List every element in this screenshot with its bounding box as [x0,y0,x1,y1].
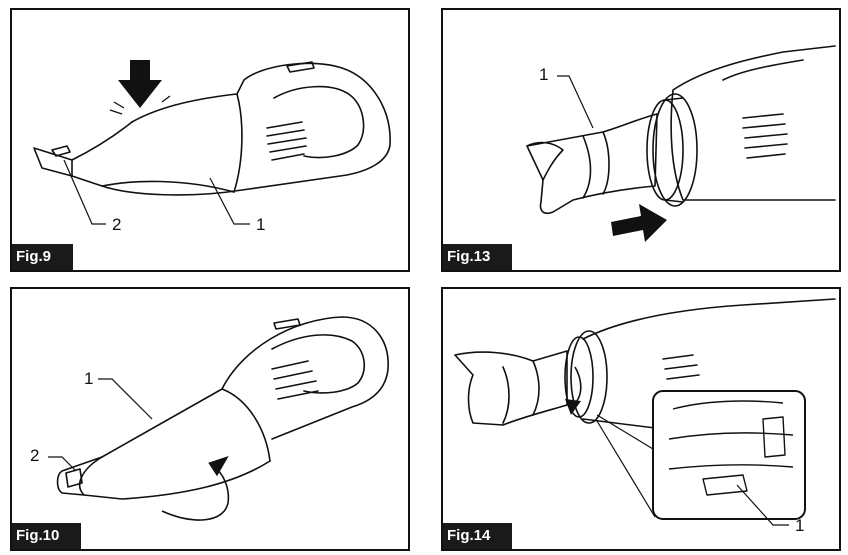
fig13-label: Fig.13 [443,244,513,270]
fig9-callout-1: 1 [256,215,266,234]
fig13-callout-1: 1 [539,65,549,84]
fig13-filter-attach-illustration [526,45,836,242]
fig10-label: Fig.10 [12,523,82,549]
fig9-callout-2: 2 [112,215,122,234]
fig14-label: Fig.14 [443,523,513,549]
figure-14-panel: 1 Fig.14 [441,287,841,551]
fig9-label: Fig.9 [12,244,74,270]
figure-9-panel: 1 2 Fig.9 [10,8,410,272]
fig10-vacuum-rotate-illustration [48,316,389,521]
fig14-filter-rotate-illustration [454,298,836,526]
fig9-vacuum-illustration [33,60,391,225]
figure-13-panel: 1 Fig.13 [441,8,841,272]
fig14-callout-1: 1 [795,516,805,535]
figure-10-panel: 1 2 Fig.10 [10,287,410,551]
fig10-callout-1: 1 [84,369,94,388]
fig10-callout-2: 2 [30,446,40,465]
